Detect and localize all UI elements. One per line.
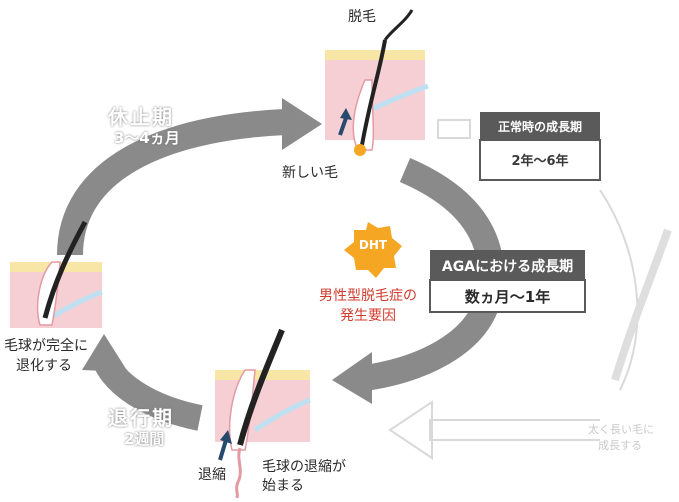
dht-badge <box>344 222 402 278</box>
regression-phase-duration: 2週間 <box>124 430 165 448</box>
aga-growth-duration: 数ヵ月〜1年 <box>464 288 551 306</box>
grow-thick-line2: 成長する <box>598 439 642 452</box>
normal-growth-title: 正常時の成長期 <box>497 120 582 134</box>
normal-growth-box <box>479 112 601 181</box>
skin-top <box>325 9 429 156</box>
regression-arrowhead <box>82 334 128 372</box>
shedding-label: 脱毛 <box>348 9 376 25</box>
ghost-normal-arrow <box>388 119 639 460</box>
bulb-shrink-line1: 毛球の退縮が <box>262 459 346 475</box>
shrink-label: 退縮 <box>198 467 226 483</box>
rest-phase-title: 休止期 <box>108 105 174 129</box>
rest-arrowhead <box>282 98 322 150</box>
rest-phase-duration: 3〜4ヵ月 <box>114 129 180 147</box>
rest-phase-arrow <box>57 109 286 256</box>
bulb-regressed-line2: 退化する <box>16 358 72 374</box>
skin-left <box>10 220 103 328</box>
bulb-regressed-line1: 毛球が完全に <box>4 338 88 354</box>
skin-bottom <box>215 328 311 500</box>
dht-badge-text: DHT <box>358 238 388 252</box>
growth-arrowhead <box>332 352 372 404</box>
regression-phase-title: 退行期 <box>108 406 174 430</box>
dht-cause-line1: 男性型脱毛症の <box>319 288 417 304</box>
ghost-long-hair <box>611 228 672 382</box>
normal-growth-duration: 2年〜6年 <box>511 154 569 169</box>
new-hair-label: 新しい毛 <box>282 165 338 181</box>
dht-cause-line2: 発生要因 <box>340 308 396 324</box>
bulb-shrink-line2: 始まる <box>262 478 304 494</box>
aga-growth-title: AGAにおける成長期 <box>441 259 574 275</box>
grow-thick-line1: 太く長い毛に <box>588 423 654 436</box>
aga-growth-box <box>429 250 586 313</box>
